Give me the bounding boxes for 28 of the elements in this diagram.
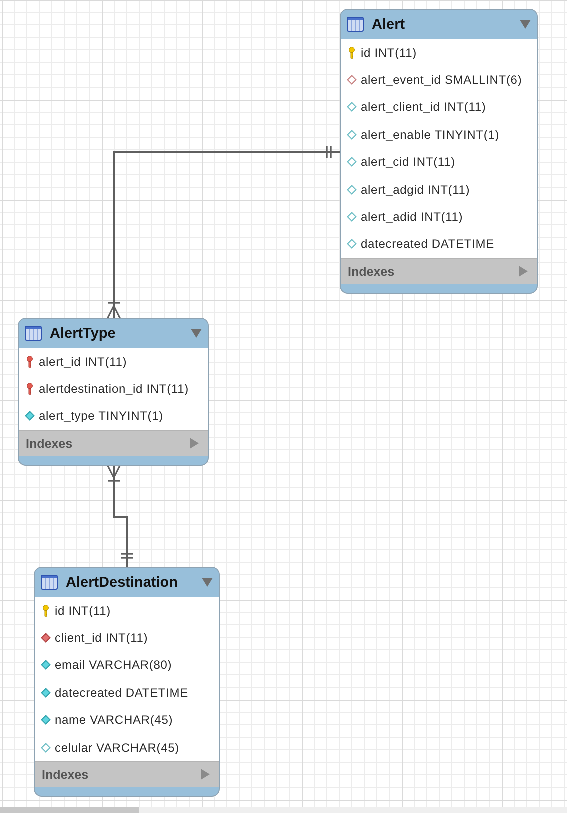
column-label: alertdestination_id INT(11): [39, 382, 189, 396]
column-label: datecreated DATETIME: [55, 686, 188, 700]
table-title: AlertType: [50, 326, 117, 342]
column-label: alert_enable TINYINT(1): [361, 128, 500, 142]
column-label: name VARCHAR(45): [55, 713, 174, 728]
section-label: Indexes: [26, 436, 74, 451]
column-label: alert_event_id SMALLINT(6): [361, 73, 522, 88]
section-label: Indexes: [348, 264, 396, 279]
table-title: Alert: [372, 16, 406, 32]
table-card: [340, 9, 538, 294]
column-label: alert_adgid INT(11): [361, 182, 470, 197]
column-label: alert_type TINYINT(1): [39, 409, 164, 424]
relationship-line: [107, 146, 340, 318]
column-label: id INT(11): [55, 604, 111, 618]
column-label: datecreated DATETIME: [361, 237, 494, 252]
column-label: alert_adid INT(11): [361, 210, 464, 224]
column-label: alert_cid INT(11): [361, 155, 456, 170]
table-card: [34, 567, 220, 798]
relationship-line: [107, 466, 133, 567]
column-label: id INT(11): [361, 46, 417, 60]
section-label: Indexes: [42, 768, 90, 782]
table-title: AlertDestination: [66, 574, 179, 590]
table-card: [18, 318, 209, 466]
column-label: alert_id INT(11): [39, 354, 128, 369]
column-label: client_id INT(11): [55, 631, 148, 646]
column-label: email VARCHAR(80): [55, 658, 172, 672]
column-label: celular VARCHAR(45): [55, 740, 180, 755]
column-label: alert_client_id INT(11): [361, 100, 486, 114]
